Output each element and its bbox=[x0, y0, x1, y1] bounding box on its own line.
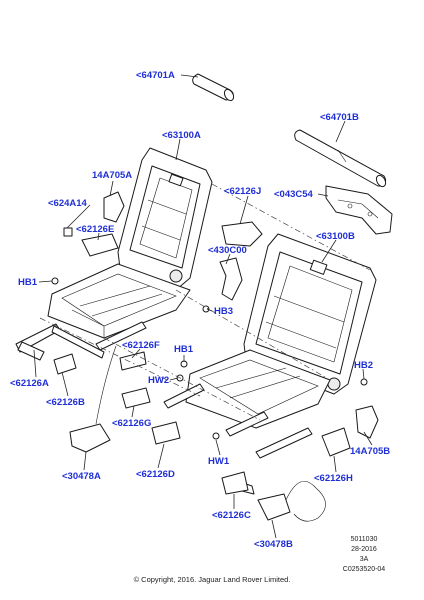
callout-30478a[interactable]: <30478A bbox=[62, 471, 101, 482]
part-62126f-cover bbox=[119, 351, 147, 371]
leader-lines bbox=[33, 74, 373, 539]
callout-63100b[interactable]: <63100B bbox=[316, 231, 355, 242]
reference-line-1: 5011030 bbox=[351, 536, 378, 543]
callout-64701a-left[interactable]: <64701A bbox=[136, 70, 175, 81]
callout-hb1-mid[interactable]: HB1 bbox=[174, 344, 194, 355]
callout-62126a[interactable]: <62126A bbox=[10, 378, 49, 389]
part-63100b-seat-back bbox=[243, 233, 377, 395]
callout-043c54[interactable]: <043C54 bbox=[274, 189, 314, 200]
callout-624a14[interactable]: <624A14 bbox=[48, 198, 88, 209]
callout-labels: <64701A <64701B <63100A 14A705A <62126J … bbox=[10, 70, 390, 550]
part-62126e-cover bbox=[81, 233, 119, 257]
part-left-runners bbox=[15, 321, 147, 361]
part-62126j-cover bbox=[221, 221, 263, 247]
callout-62126d[interactable]: <62126D bbox=[136, 469, 175, 480]
reference-line-4: C0253520-04 bbox=[343, 566, 386, 573]
callout-hb3[interactable]: HB3 bbox=[214, 306, 233, 317]
callout-62126e[interactable]: <62126E bbox=[76, 224, 114, 235]
reference-line-2: 28-2016 bbox=[351, 546, 377, 553]
callout-hb1-top[interactable]: HB1 bbox=[18, 277, 38, 288]
callout-hw1[interactable]: HW1 bbox=[208, 456, 230, 467]
callout-62126f[interactable]: <62126F bbox=[122, 340, 160, 351]
callout-62126b[interactable]: <62126B bbox=[46, 397, 85, 408]
part-62126b-cover bbox=[53, 353, 77, 375]
reference-line-3: 3A bbox=[360, 556, 369, 563]
reference-block: 5011030 28-2016 3A C0253520-04 bbox=[343, 536, 386, 573]
alignment-lines bbox=[39, 183, 371, 421]
part-64701a-tube bbox=[192, 73, 235, 102]
callout-14a705a[interactable]: 14A705A bbox=[92, 170, 132, 181]
callout-430c00[interactable]: <430C00 bbox=[208, 245, 247, 256]
part-043c54-cover bbox=[325, 185, 393, 235]
callout-63100a[interactable]: <63100A bbox=[162, 130, 201, 141]
part-624a14-clip bbox=[63, 227, 73, 237]
part-14a705a-bracket bbox=[103, 191, 125, 223]
part-left-seat-cushion-frame bbox=[47, 263, 191, 339]
callout-62126j[interactable]: <62126J bbox=[224, 186, 261, 197]
callout-hb2[interactable]: HB2 bbox=[354, 360, 373, 371]
part-64701b-tube bbox=[294, 129, 387, 188]
part-62126h-cover bbox=[321, 427, 351, 457]
part-63100a-seat-back bbox=[117, 147, 213, 291]
part-30478b-cable bbox=[257, 480, 326, 522]
part-62126d-cover bbox=[151, 421, 181, 445]
part-right-seat-cushion-frame bbox=[185, 349, 331, 429]
copyright-text: © Copyright, 2016. Jaguar Land Rover Lim… bbox=[134, 575, 291, 584]
callout-30478b[interactable]: <30478B bbox=[254, 539, 293, 550]
callout-62126h[interactable]: <62126H bbox=[314, 473, 353, 484]
part-30478a-cable bbox=[69, 345, 117, 453]
callout-14a705b[interactable]: 14A705B bbox=[350, 446, 390, 457]
part-62126c-cover bbox=[221, 471, 249, 495]
callout-62126g[interactable]: <62126G bbox=[112, 418, 151, 429]
callout-64701b[interactable]: <64701B bbox=[320, 112, 359, 123]
part-62126g-cover bbox=[121, 387, 151, 409]
callout-62126c[interactable]: <62126C bbox=[212, 510, 251, 521]
callout-hw2[interactable]: HW2 bbox=[148, 375, 169, 386]
part-14a705b-bracket bbox=[355, 405, 379, 439]
part-430c00-latch bbox=[219, 257, 243, 301]
